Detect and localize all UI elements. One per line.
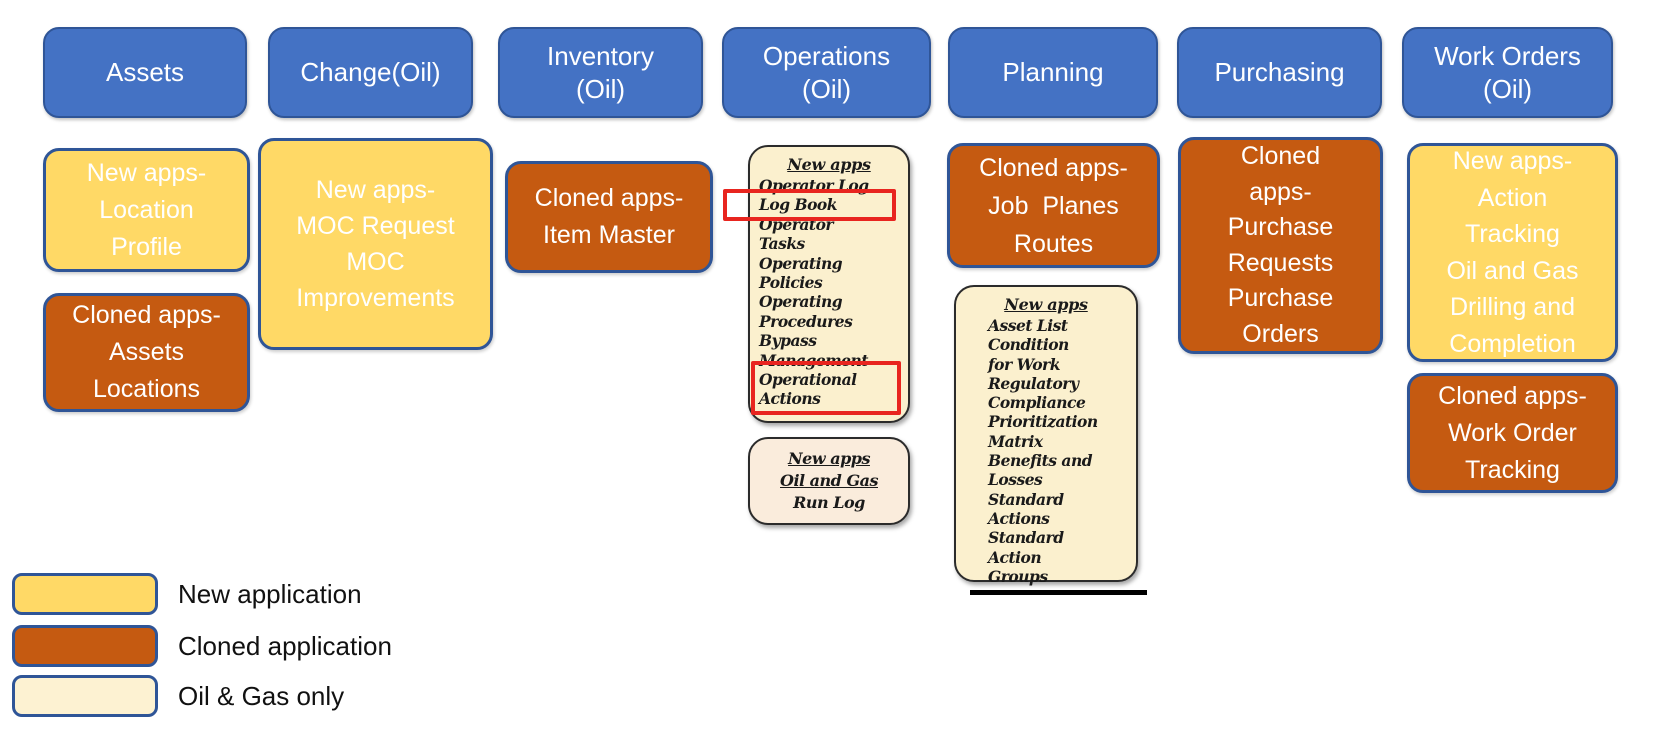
column-header-change-oil: Change(Oil) xyxy=(268,27,473,118)
inventory-cloned-apps-box: Cloned apps- Item Master xyxy=(505,161,713,273)
legend-swatch-cloned-application xyxy=(12,625,158,667)
legend-swatch-new-application xyxy=(12,573,158,615)
assets-new-apps-box: New apps- Location Profile xyxy=(43,148,250,272)
run-log-item: Run Log xyxy=(793,493,865,512)
highlight-box-log-book xyxy=(723,189,896,221)
highlight-box-operational-actions xyxy=(751,361,901,415)
column-header-operations-oil: Operations (Oil) xyxy=(722,27,931,118)
legend-label-oil-gas-only: Oil & Gas only xyxy=(178,680,345,711)
column-header-planning: Planning xyxy=(948,27,1158,118)
work-orders-new-apps-box: New apps- Action Tracking Oil and Gas Dr… xyxy=(1407,143,1618,362)
legend-swatch-oil-gas-only xyxy=(12,675,158,717)
operations-list-heading: New apps xyxy=(787,155,871,174)
column-header-work-orders-oil: Work Orders (Oil) xyxy=(1402,27,1613,118)
assets-cloned-apps-box: Cloned apps- Assets Locations xyxy=(43,293,250,412)
purchasing-cloned-apps-box: Cloned apps- Purchase Requests Purchase … xyxy=(1178,137,1383,354)
column-header-assets: Assets xyxy=(43,27,247,118)
run-log-subheading: Oil and Gas xyxy=(780,471,878,490)
column-header-purchasing: Purchasing xyxy=(1177,27,1382,118)
column-header-inventory-oil: Inventory (Oil) xyxy=(498,27,703,118)
work-orders-cloned-apps-box: Cloned apps- Work Order Tracking xyxy=(1407,373,1618,493)
legend-label-cloned-application: Cloned application xyxy=(178,630,392,661)
operations-run-log-box: New apps Oil and Gas Run Log xyxy=(748,437,910,525)
planning-cloned-apps-box: Cloned apps- Job Planes Routes xyxy=(947,143,1160,268)
run-log-heading: New apps xyxy=(788,449,870,468)
planning-list-heading: New apps xyxy=(1004,295,1088,314)
legend-label-new-application: New application xyxy=(178,578,362,609)
planning-new-apps-list-box: New apps Asset List Condition for Work R… xyxy=(954,285,1138,586)
planning-list-items: Asset List Condition for Work Regulatory… xyxy=(988,316,1098,586)
planning-box-underline-bar xyxy=(970,590,1147,595)
change-new-apps-box: New apps- MOC Request MOC Improvements xyxy=(258,138,493,350)
